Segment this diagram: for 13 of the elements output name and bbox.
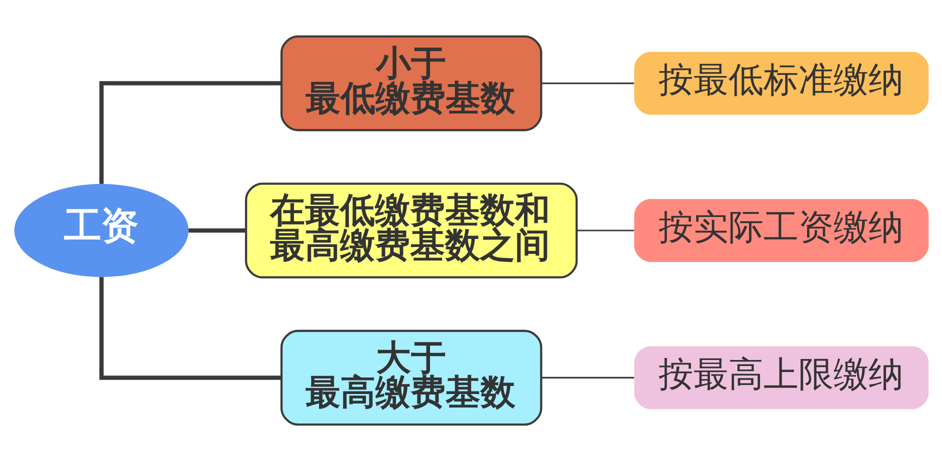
- node-box: 按最高上限缴纳: [634, 346, 928, 410]
- connector: [98, 277, 281, 380]
- connector: [576, 230, 634, 232]
- node-box: 按实际工资缴纳: [634, 199, 928, 262]
- connector: [540, 82, 634, 84]
- connector: [188, 228, 246, 233]
- connector: [98, 81, 281, 184]
- node-box: 小于 最低缴费基数: [280, 35, 542, 132]
- connector: [540, 376, 634, 379]
- node-box: 按最低标准缴纳: [634, 52, 928, 115]
- node-ellipse: 工资: [14, 184, 188, 278]
- node-box: 在最低缴费基数和最高缴费基数之间: [244, 182, 578, 278]
- node-box: 大于 最高缴费基数: [280, 330, 542, 426]
